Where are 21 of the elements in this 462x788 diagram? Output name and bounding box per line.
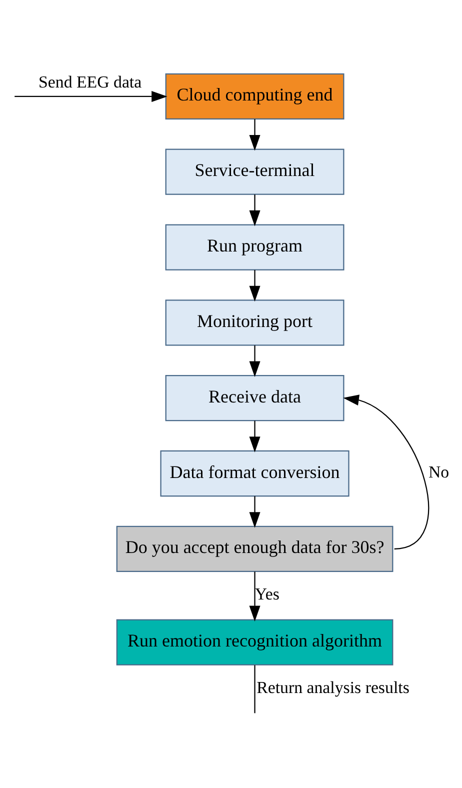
node-box: Run program xyxy=(164,224,344,270)
edge-label: Return analysis results xyxy=(256,678,409,697)
arrow xyxy=(342,394,428,550)
node-box: Do you accept enough data for 30s? xyxy=(116,526,393,572)
edge-label: Send EEG data xyxy=(38,72,142,92)
arrow xyxy=(14,90,167,102)
arrow xyxy=(248,345,260,378)
node-box: Receive data xyxy=(164,375,344,422)
arrow xyxy=(248,496,260,528)
arrow xyxy=(248,194,260,226)
edge-label: No xyxy=(428,462,449,482)
node-box: Run emotion recognition algorithm xyxy=(116,619,393,666)
arrow xyxy=(248,420,260,452)
node-box: Data format conversion xyxy=(160,450,349,497)
connector xyxy=(254,665,255,714)
arrow xyxy=(248,270,260,302)
node-box: Cloud computing end xyxy=(164,73,344,120)
node-box: Service-terminal xyxy=(164,148,344,195)
arrow xyxy=(248,119,260,151)
node-box: Monitoring port xyxy=(164,300,344,346)
arrow xyxy=(248,572,260,622)
